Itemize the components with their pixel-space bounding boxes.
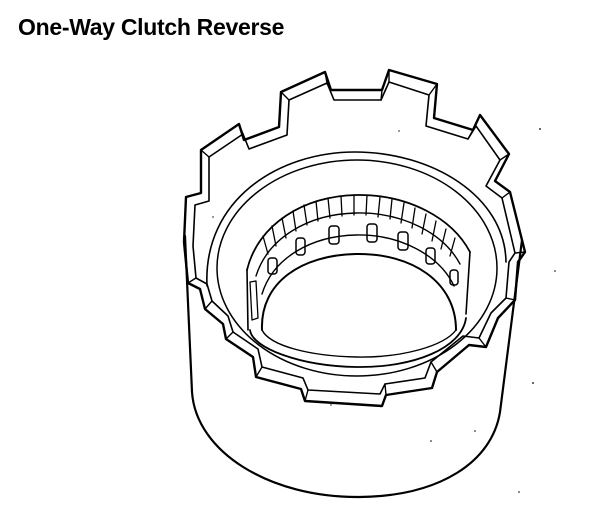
- diagram-title: One-Way Clutch Reverse: [18, 14, 285, 40]
- drum-inner-wall: [206, 151, 507, 287]
- hub-inner-race: [260, 252, 457, 331]
- drum-floor-ring: [216, 159, 498, 377]
- sprag-cage-top: [246, 194, 471, 271]
- scan-noise: [212, 128, 556, 493]
- rim-tooth-edges: [187, 69, 526, 402]
- hub-race-bottom: [249, 317, 467, 368]
- sprag-slats-upper: [262, 194, 456, 257]
- sprag-cage-band: [255, 212, 461, 277]
- sprag-windows: [267, 223, 459, 286]
- drum-outer-rim: [182, 68, 527, 408]
- sprag-cage-bottom: [261, 234, 455, 295]
- drum-outer-wall: [183, 234, 524, 499]
